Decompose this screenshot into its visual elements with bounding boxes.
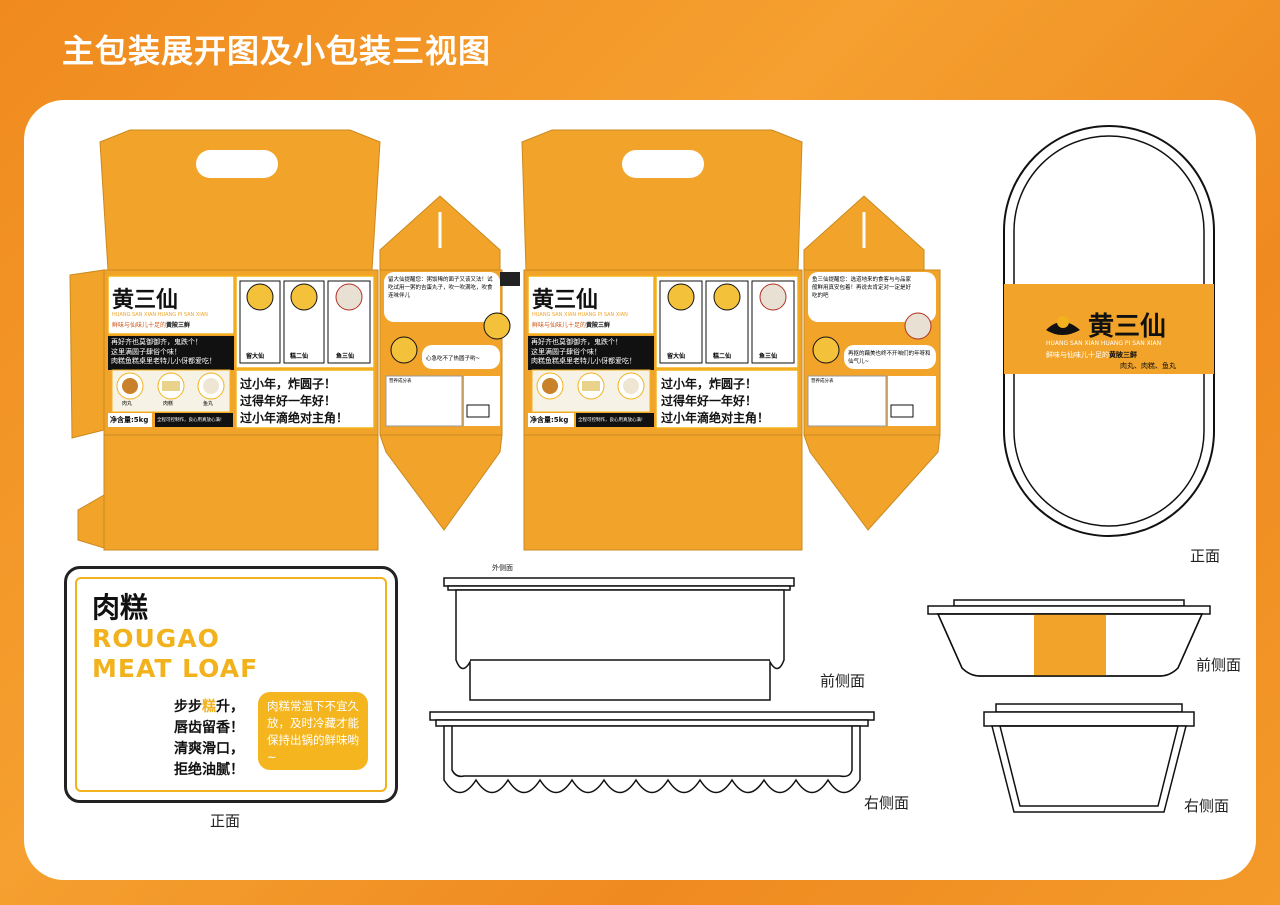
box-slogan-mid: 过小年，炸圆子！过得年好一年好！过小年滴绝对主角！: [661, 377, 770, 425]
box-black-lines-left: 再好齐也莫御御齐，鬼跌个！这里满圆子肆俗个味！肉糕鱼糕桌里老特儿小伢都爱吃！: [111, 338, 216, 365]
tray-bowl-right-view: [983, 703, 1195, 813]
box-stamp-left: 全程可控制作，良心用真放心满!: [157, 418, 222, 423]
label-right-side: 右侧面: [864, 794, 910, 812]
storage-tip-bubble: 肉糕常温下不宜久放，及时冷藏才能保持出锅的鲜味哟~: [258, 692, 368, 770]
label-front-side: 前侧面: [820, 672, 866, 690]
box-tagline-left: 鲜味与仙味儿十足的黄陂三鲜: [112, 322, 191, 329]
label-pack-front: 正面: [210, 812, 241, 830]
box-weight-mid: 净含量:5kg: [530, 416, 569, 424]
box-unfold-middle: [502, 129, 941, 551]
pack-slogan-1: 步步糕升，: [174, 699, 244, 715]
box-black-lines-mid: 再好齐也莫御御齐，鬼跌个！这里满圆子肆俗个味！肉糕鱼糕桌里老特儿小伢都爱吃！: [531, 338, 636, 365]
box-nutrition-mid: 营养成分表: [811, 379, 834, 384]
box-stamp-mid: 全程可控制作，良心用真放心满!: [578, 418, 643, 423]
product-name-en-1: ROUGAO: [92, 624, 220, 653]
box-char-cap-1: 留大仙: [246, 353, 265, 360]
box-char-cap-3-mid: 鱼三仙: [759, 353, 778, 360]
product-name-cn: 肉糕: [92, 591, 149, 624]
handle-hole: [196, 150, 278, 178]
box-char-cap-2: 糕二仙: [290, 353, 309, 360]
box-side-speech-2: 心急吃不了热圆子哟~: [426, 356, 481, 362]
box-logo-en-mid: HUANG SAN XIAN HUANG PI SAN XIAN: [532, 312, 628, 318]
box-unfold-left: [69, 129, 514, 551]
tray-bowl-front-view: [927, 599, 1211, 677]
box-char-cap-3: 鱼三仙: [336, 353, 355, 360]
label-tray-front-side: 前侧面: [1196, 656, 1242, 674]
box-side-speech-3: 鱼三仙提醒您：选道地来的食客与与品家般鲜用真安包着！再说去肯定对一定是好吃的吧: [812, 277, 912, 299]
box-weight-left: 净含量:5kg: [110, 416, 149, 424]
box-tagline-mid: 鲜味与仙味儿十足的黄陂三鲜: [532, 322, 611, 329]
pack-slogan-3: 清爽滑口，: [174, 741, 244, 757]
box-food-label-2: 肉糕: [163, 401, 174, 407]
box-food-label-3: 鱼丸: [203, 401, 214, 407]
tray-logo: 黄三仙: [1088, 312, 1167, 342]
box-side-speech-1: 留大仙提醒您：粥饭稀的面子又该又法！试吃试用一粥的吉蛋丸子，吹一吹满吃，吹食连味…: [388, 277, 493, 299]
tray-sub-items: 肉丸、肉糕、鱼丸: [1120, 362, 1176, 370]
tray-tagline: 鲜味与仙味儿十足的黄陂三鲜: [1046, 351, 1137, 359]
tray-right-side-view: [429, 711, 875, 794]
box-logo-mid: 黄三仙: [532, 287, 599, 313]
tray-top-view: [1003, 125, 1215, 537]
tray-outer-side-view: [443, 577, 795, 701]
page-title: 主包装展开图及小包装三视图: [62, 32, 492, 70]
product-name-en-2: MEAT LOAF: [92, 654, 259, 683]
box-side-speech-4: 再抠的藕美也终不开咱们的年呀和仙气儿~: [848, 351, 931, 365]
box-nutrition-left: 营养成分表: [389, 379, 412, 384]
pack-slogan-4: 拒绝油腻！: [174, 762, 244, 778]
box-char-cap-1-mid: 留大仙: [667, 353, 686, 360]
box-food-label-1: 肉丸: [122, 401, 133, 407]
label-outer-side: 外侧面: [492, 564, 513, 572]
pack-slogan-2: 唇齿留香！: [174, 720, 244, 736]
box-slogan-left: 过小年，炸圆子！过得年好一年好！过小年滴绝对主角！: [240, 377, 349, 425]
label-tray-front: 正面: [1190, 547, 1221, 565]
label-tray-right-side: 右侧面: [1184, 797, 1230, 815]
tray-logo-en: HUANG SAN XIAN HUANG PI SAN XIAN: [1046, 340, 1162, 347]
box-char-cap-2-mid: 糕二仙: [713, 353, 732, 360]
box-logo-en-left: HUANG SAN XIAN HUANG PI SAN XIAN: [112, 312, 208, 318]
box-logo-left: 黄三仙: [112, 287, 179, 313]
